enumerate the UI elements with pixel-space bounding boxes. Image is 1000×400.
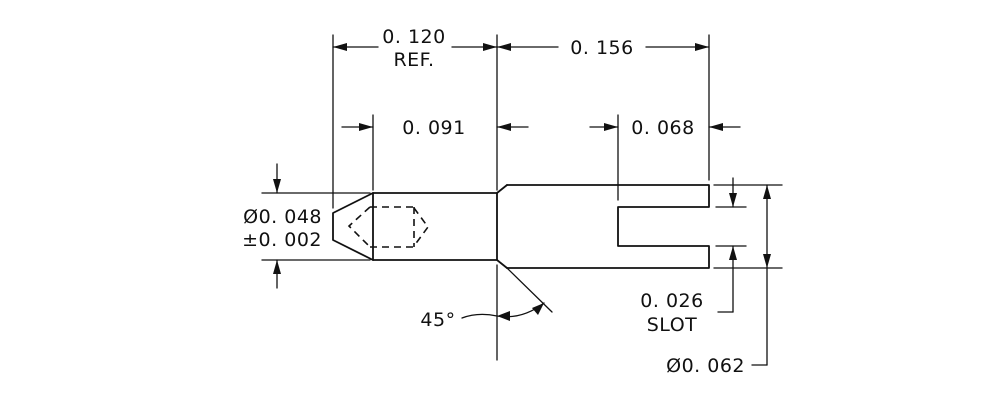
extension-lines (261, 34, 783, 361)
dimension-lines (273, 43, 771, 366)
hidden-hole (347, 206, 429, 248)
chamfer-angle-label: 45° (420, 309, 455, 331)
ref-length-label: 0. 120 (382, 26, 445, 48)
part-outline (332, 184, 710, 269)
tip-length-label: 0. 091 (402, 117, 465, 139)
body-step-bottom (496, 259, 508, 269)
slot-width-label: 0. 026 (640, 290, 703, 312)
body-diameter-label: Ø0. 062 (666, 355, 745, 377)
body-step-top (496, 184, 508, 194)
tip-tolerance-label: ±0. 002 (242, 229, 322, 251)
tip-diameter-label: Ø0. 048 (243, 206, 322, 228)
tip-profile (332, 192, 374, 261)
ref-note-label: REF. (393, 49, 434, 71)
body-length-label: 0. 156 (570, 37, 633, 59)
dimension-labels: 0. 120 REF. 0. 156 0. 091 0. 068 Ø0. 048… (242, 26, 745, 377)
slot-depth-label: 0. 068 (631, 117, 694, 139)
body-outline (506, 184, 710, 269)
slot-note-label: SLOT (647, 314, 698, 336)
